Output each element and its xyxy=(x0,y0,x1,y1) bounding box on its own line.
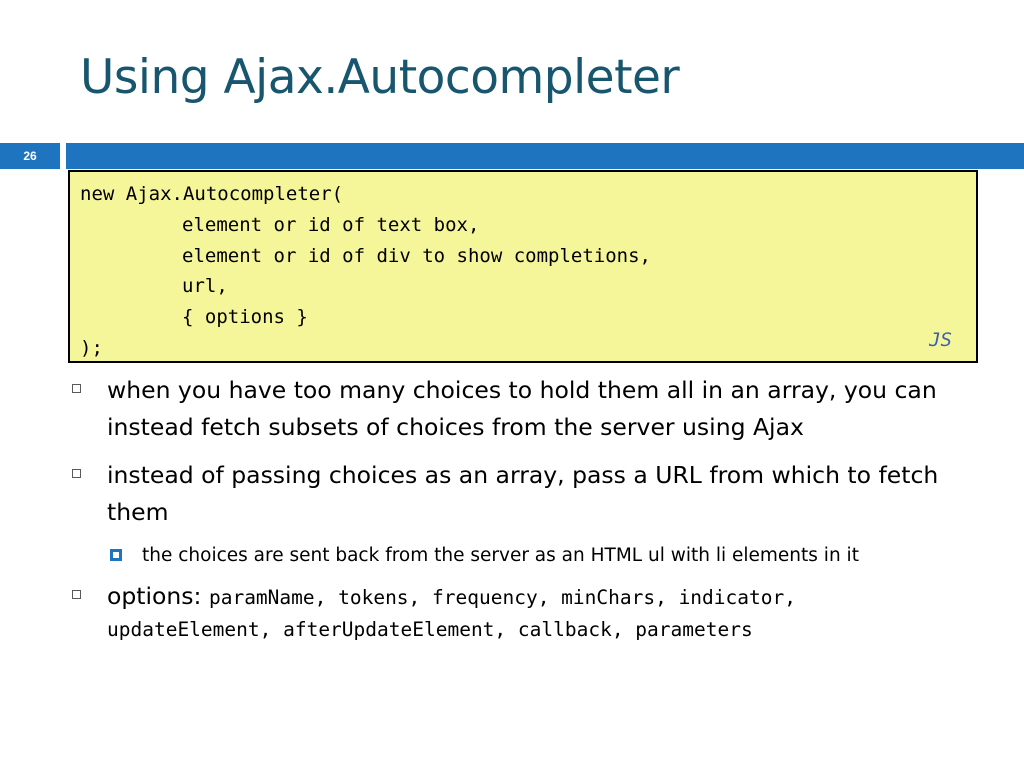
slide-number: 26 xyxy=(0,143,60,169)
bullet-item: instead of passing choices as an array, … xyxy=(72,457,972,530)
code-line: url, xyxy=(182,275,228,298)
bullet-text: when you have too many choices to hold t… xyxy=(107,376,937,441)
options-label: options: xyxy=(107,582,202,610)
code-line: { options } xyxy=(182,306,308,329)
sub-bullet-text: the choices are sent back from the serve… xyxy=(142,545,859,566)
bullet-item: options: paramName, tokens, frequency, m… xyxy=(72,581,972,645)
header-band xyxy=(66,143,1024,169)
code-block: new Ajax.Autocompleter( element or id of… xyxy=(68,170,978,363)
code-line: element or id of text box, xyxy=(182,213,480,236)
code-language-label: JS xyxy=(929,329,952,352)
filled-square-bullet-icon xyxy=(110,549,122,561)
code-line: ); xyxy=(80,336,103,359)
sub-bullet-item: the choices are sent back from the serve… xyxy=(72,538,972,573)
square-bullet-icon xyxy=(72,590,81,599)
code-line: new Ajax.Autocompleter( xyxy=(80,183,344,205)
options-code-list: paramName, tokens, frequency, minChars, … xyxy=(107,586,796,641)
square-bullet-icon xyxy=(72,384,81,393)
bullet-list: when you have too many choices to hold t… xyxy=(72,372,972,657)
square-bullet-icon xyxy=(72,469,81,478)
slide-title: Using Ajax.Autocompleter xyxy=(80,50,680,105)
code-line: element or id of div to show completions… xyxy=(182,244,651,267)
bullet-item: when you have too many choices to hold t… xyxy=(72,372,972,445)
bullet-text: instead of passing choices as an array, … xyxy=(107,461,939,526)
